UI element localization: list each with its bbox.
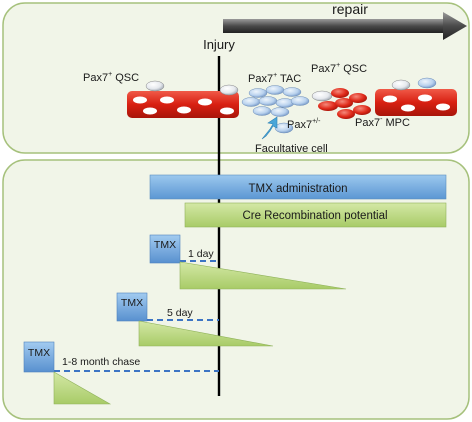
tmx-label: TMX [28,347,50,359]
tmx-box [149,234,181,264]
chase-duration-label: 1 day [188,248,214,260]
tac-label: Pax7+ TAC [248,72,301,85]
facultative-label: Facultative cell [255,143,328,155]
chase-duration-label: 5 day [167,307,193,319]
injury-label: Injury [203,37,235,52]
pax7-het-label: Pax7+/- [287,118,321,131]
tac-cell-cluster [241,85,310,117]
facultative-cell [274,122,294,134]
qsc-left-label: Pax7+ QSC [83,71,139,84]
repair-label: repair [332,1,368,17]
tmx-administration-label: TMX administration [248,183,347,195]
recombination-decay-wedge [53,371,112,405]
quiescent-satellite-cell [145,80,165,92]
tmx-box [116,292,148,322]
cre-recombination-label: Cre Recombination potential [242,210,387,222]
tmx-administration-bar [149,174,447,200]
quiescent-satellite-cell [417,77,437,89]
quiescent-satellite-cell [219,84,239,96]
qsc-right-label: Pax7+ QSC [311,62,367,75]
mpc-label: Pax7- MPC [355,116,410,129]
cre-recombination-bar [184,202,447,228]
recombination-decay-wedge [138,320,274,347]
myofiber-right [375,89,457,116]
quiescent-satellite-cell [391,79,411,91]
mpc-cell-cluster [311,88,371,119]
myofiber-left [127,91,239,118]
tmx-label: TMX [154,239,176,251]
tmx-box [23,341,55,373]
chase-duration-label: 1-8 month chase [62,356,140,368]
repair-arrow [223,12,467,40]
recombination-decay-wedge [179,261,347,290]
tmx-label: TMX [121,297,143,309]
facultative-arrow [261,116,278,140]
